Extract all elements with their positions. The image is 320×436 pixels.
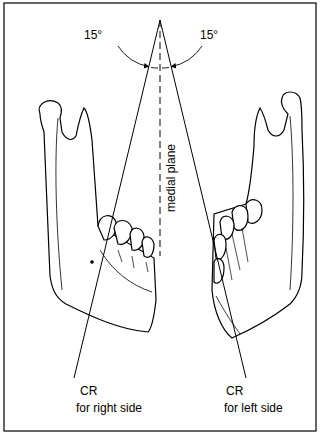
tooth	[214, 234, 226, 259]
mental-foramen	[91, 261, 93, 263]
tooth-root	[118, 250, 148, 272]
angle-label: 15°	[84, 28, 102, 42]
angle-arc	[118, 46, 149, 67]
ray-caption: for right side	[76, 401, 142, 415]
tooth	[142, 237, 154, 257]
medial-plane-line	[160, 20, 161, 256]
tooth	[114, 221, 132, 245]
frame	[4, 3, 316, 431]
ray-label: CR	[226, 384, 243, 398]
ray-caption: for left side	[224, 401, 283, 415]
mandible-outline	[212, 92, 304, 338]
central-ray-line	[74, 20, 160, 378]
angle-arc	[151, 67, 158, 69]
ramus-ridge	[56, 118, 62, 290]
mandible-right-half	[39, 101, 156, 332]
angle-arc	[162, 67, 169, 69]
mandible-outline	[39, 101, 156, 332]
angle-arc	[171, 46, 202, 67]
plane-label: medial plane	[164, 143, 178, 213]
ramus-ridge	[290, 116, 293, 290]
tooth	[130, 228, 144, 250]
angle-label: 15°	[200, 28, 218, 42]
central-ray-line	[160, 20, 246, 378]
mandible-left-half	[212, 92, 304, 338]
tooth-root	[226, 228, 248, 280]
ray-label: CR	[80, 384, 97, 398]
tooth	[246, 200, 262, 224]
